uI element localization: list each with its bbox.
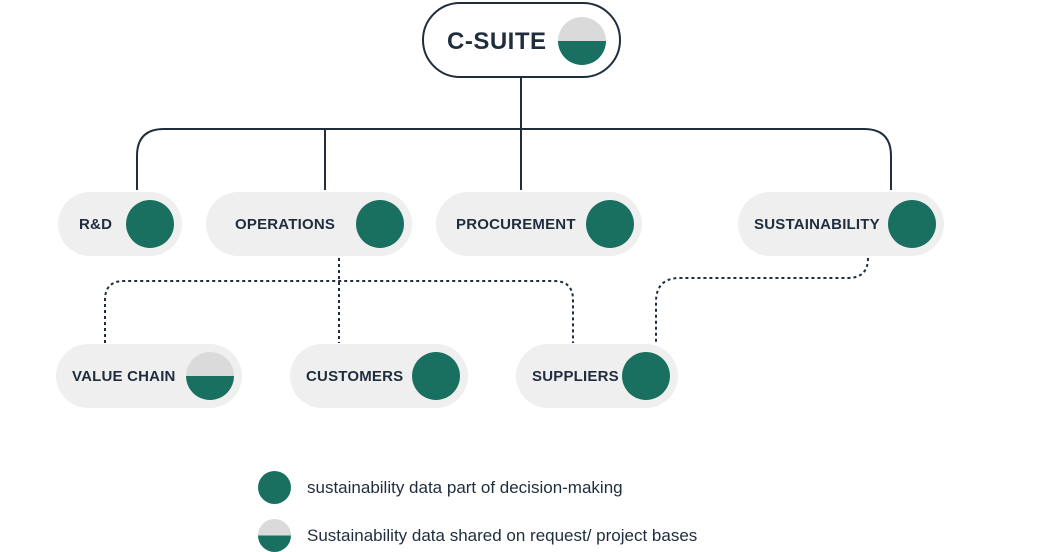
legend-item-half: Sustainability data shared on request/ p… [258, 519, 697, 552]
status-half-icon [558, 17, 606, 65]
node-value-chain-label: VALUE CHAIN [72, 367, 176, 385]
status-full-icon [412, 352, 460, 400]
node-suppliers: SUPPLIERS [516, 344, 678, 408]
node-procurement-label: PROCUREMENT [456, 215, 576, 233]
node-value-chain: VALUE CHAIN [56, 344, 242, 408]
legend-half-text: Sustainability data shared on request/ p… [307, 525, 698, 545]
connector-sustainability-suppliers [655, 257, 869, 343]
node-sustainability: SUSTAINABILITY [738, 192, 944, 256]
status-full-icon [888, 200, 936, 248]
connector-horizontal-bar [136, 128, 892, 190]
node-c-suite: C-SUITE [422, 2, 621, 78]
status-full-icon [622, 352, 670, 400]
node-rd-label: R&D [79, 215, 113, 233]
connector-valuechain-suppliers [104, 280, 574, 343]
node-customers-label: CUSTOMERS [306, 367, 404, 385]
status-full-icon [126, 200, 174, 248]
legend-full-icon [258, 471, 291, 504]
node-suppliers-label: SUPPLIERS [532, 367, 619, 385]
legend-item-full: sustainability data part of decision-mak… [258, 471, 623, 504]
legend-half-icon [258, 519, 291, 552]
node-operations: OPERATIONS [206, 192, 412, 256]
status-half-icon [186, 352, 234, 400]
node-procurement: PROCUREMENT [436, 192, 642, 256]
node-rd: R&D [58, 192, 182, 256]
node-customers: CUSTOMERS [290, 344, 468, 408]
status-full-icon [356, 200, 404, 248]
node-operations-label: OPERATIONS [235, 215, 336, 233]
legend-full-text: sustainability data part of decision-mak… [307, 477, 623, 497]
status-full-icon [586, 200, 634, 248]
node-sustainability-label: SUSTAINABILITY [754, 215, 880, 233]
node-c-suite-label: C-SUITE [447, 28, 547, 55]
